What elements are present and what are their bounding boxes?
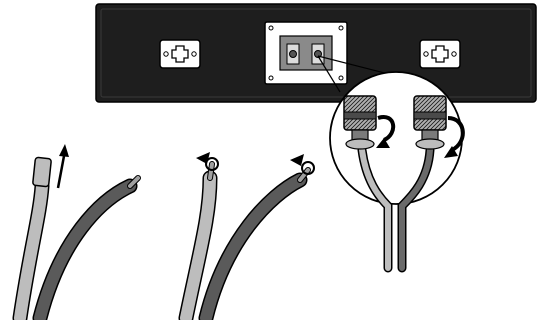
rotate-arrow-icon <box>447 116 465 152</box>
twist-arrow-icon <box>196 152 210 164</box>
terminal-plate <box>264 21 348 85</box>
mounting-bracket-icon <box>419 39 461 69</box>
up-arrow-icon <box>56 155 66 189</box>
binding-post-closeup <box>329 71 465 273</box>
step-twist-strands <box>178 152 315 320</box>
twist-arrow-icon <box>301 161 315 175</box>
rotate-arrow-icon <box>376 138 390 148</box>
twist-arrow-icon <box>205 157 219 171</box>
rotate-arrow-icon <box>444 146 458 158</box>
step-strip-insulation <box>12 144 141 320</box>
up-arrow-icon <box>59 144 69 157</box>
binding-post-right <box>413 95 447 150</box>
binding-post-left <box>343 95 377 150</box>
twist-arrow-icon <box>290 154 304 166</box>
rotate-arrow-icon <box>377 115 395 142</box>
mounting-bracket-icon <box>159 39 201 69</box>
